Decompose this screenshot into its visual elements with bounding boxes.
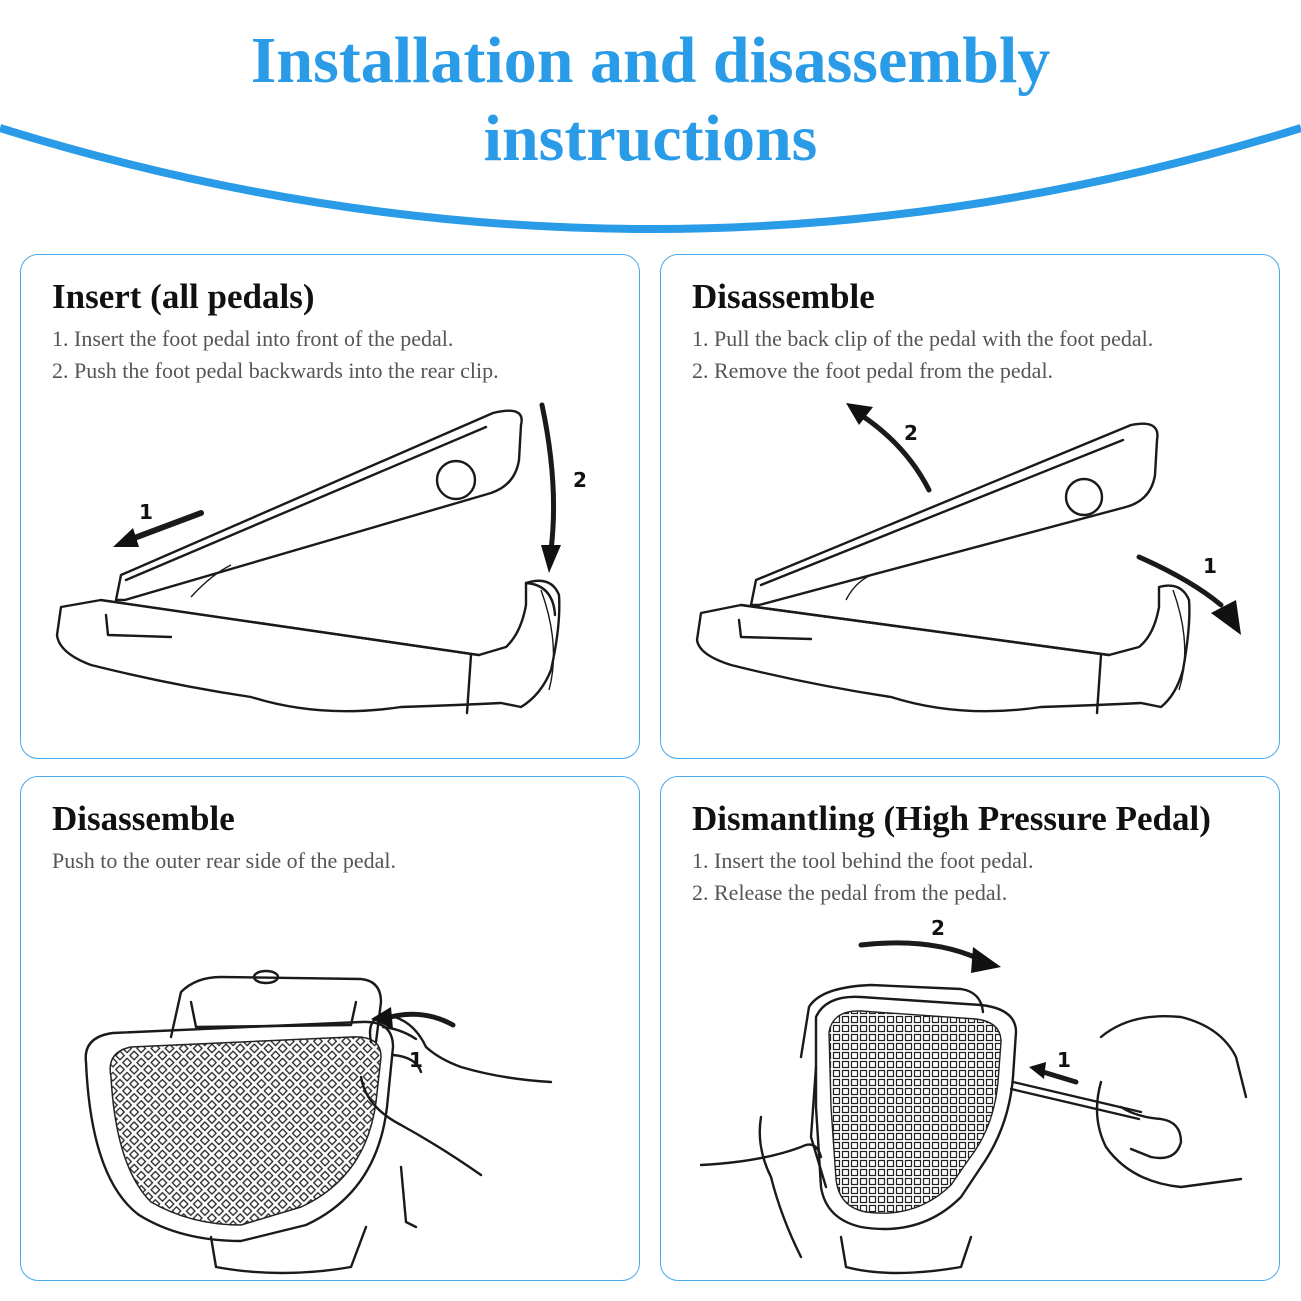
step-item: 2. Push the foot pedal backwards into th… xyxy=(52,358,499,383)
curved-arrow-icon: 2 xyxy=(539,402,587,573)
pedal-body-drawing xyxy=(55,579,561,715)
pedal-body-drawing xyxy=(695,584,1191,715)
step-list: 1. Insert the tool behind the foot pedal… xyxy=(692,845,1034,909)
hand-drawing xyxy=(359,1013,553,1177)
header-arc-decoration xyxy=(0,124,1301,233)
step-item: 1. Insert the foot pedal into front of t… xyxy=(52,326,454,351)
arrow-label: 1 xyxy=(1057,1048,1071,1072)
step-item: 2. Remove the foot pedal from the pedal. xyxy=(692,358,1054,383)
arrow-label: 2 xyxy=(931,916,945,940)
step-list: 1. Insert the foot pedal into front of t… xyxy=(52,323,499,387)
step-item: 1. Pull the back clip of the pedal with … xyxy=(692,326,1154,351)
tool-drawing xyxy=(1009,1080,1143,1121)
hand-drawing xyxy=(699,1015,1248,1259)
arrow-label: 1 xyxy=(139,500,153,524)
disassemble-push-illustration: 1 xyxy=(21,907,639,1280)
page-title-line-2: instructions xyxy=(483,102,818,175)
panel-insert: Insert (all pedals) 1. Insert the foot p… xyxy=(20,254,640,759)
arrow-icon: 1 xyxy=(1136,554,1241,635)
panel-disassemble-push: Disassemble Push to the outer rear side … xyxy=(20,776,640,1281)
arrow-icon: 2 xyxy=(858,916,1001,973)
arrow-label: 2 xyxy=(904,421,918,445)
panel-disassemble-clip: Disassemble 1. Pull the back clip of the… xyxy=(660,254,1280,759)
dismantling-illustration: 2 1 xyxy=(661,907,1279,1280)
arrow-label: 2 xyxy=(573,468,587,492)
arrow-icon: 1 xyxy=(371,1007,456,1072)
pedal-body-drawing xyxy=(169,969,418,1275)
step-item: Push to the outer rear side of the pedal… xyxy=(52,848,396,873)
arrow-icon: 1 xyxy=(1029,1048,1079,1085)
step-list: 1. Pull the back clip of the pedal with … xyxy=(692,323,1153,387)
arrow-icon: 1 xyxy=(113,500,204,547)
step-list: Push to the outer rear side of the pedal… xyxy=(52,845,396,877)
step-item: 2. Release the pedal from the pedal. xyxy=(692,880,1008,905)
insert-illustration: 1 2 xyxy=(21,385,639,758)
panel-title: Disassemble xyxy=(52,799,235,838)
foot-plate-drawing xyxy=(84,1020,395,1243)
arrow-icon: 2 xyxy=(846,403,932,493)
panel-title: Disassemble xyxy=(692,277,875,316)
panel-dismantling-high-pressure: Dismantling (High Pressure Pedal) 1. Ins… xyxy=(660,776,1280,1281)
page-title: Installation and disassembly instruction… xyxy=(0,22,1301,178)
arrow-label: 1 xyxy=(409,1048,423,1072)
page-title-line-1: Installation and disassembly xyxy=(250,24,1051,97)
disassemble-clip-illustration: 2 1 xyxy=(661,385,1279,758)
panel-title: Insert (all pedals) xyxy=(52,277,315,316)
foot-plate-drawing xyxy=(749,422,1159,607)
step-item: 1. Insert the tool behind the foot pedal… xyxy=(692,848,1034,873)
panel-title: Dismantling (High Pressure Pedal) xyxy=(692,799,1211,838)
arrow-label: 1 xyxy=(1203,554,1217,578)
foot-plate-drawing xyxy=(814,995,1018,1231)
foot-plate-drawing xyxy=(114,409,523,602)
